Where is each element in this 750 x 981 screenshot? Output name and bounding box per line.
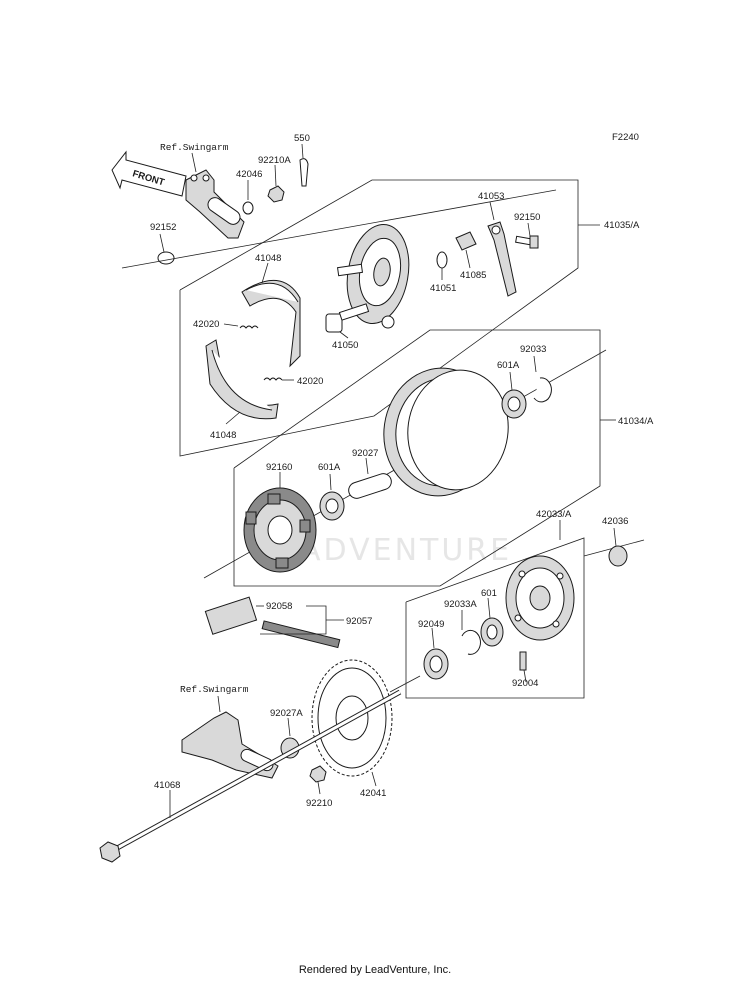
label-601A-top: 601A	[497, 360, 520, 371]
nut-92210	[309, 765, 327, 783]
label-41048-bottom: 41048	[210, 430, 236, 441]
circlip-92033	[533, 377, 552, 403]
label-41053: 41053	[478, 191, 504, 202]
brake-panel	[336, 223, 410, 329]
circlip-92033A	[461, 629, 481, 655]
bolt-92150	[515, 235, 539, 249]
ref-swingarm-bottom: Ref.Swingarm	[180, 684, 249, 695]
nut-92210A	[267, 185, 285, 203]
label-92210: 92210	[306, 798, 332, 809]
label-42020-top: 42020	[193, 319, 219, 330]
label-92004: 92004	[512, 678, 538, 689]
label-41051: 41051	[430, 283, 456, 294]
indicator-41085	[455, 231, 477, 251]
label-92027: 92027	[352, 448, 378, 459]
label-41085: 41085	[460, 270, 486, 281]
label-41035A: 41035/A	[604, 220, 640, 231]
label-92027A: 92027A	[270, 708, 303, 719]
label-41048-top: 41048	[255, 253, 281, 264]
label-41034A: 41034/A	[618, 416, 654, 427]
front-arrow-icon: FRONT	[111, 150, 187, 197]
washer-42046	[242, 201, 254, 215]
footer-credit: Rendered by LeadVenture, Inc.	[298, 964, 452, 976]
label-601A-mid: 601A	[318, 462, 341, 473]
label-41068: 41068	[154, 780, 180, 791]
label-42033A: 42033/A	[536, 509, 572, 520]
collar-42036	[608, 545, 628, 567]
wheel-hub	[383, 367, 509, 497]
label-92033A: 92033A	[444, 599, 477, 610]
label-92210A: 92210A	[258, 155, 291, 166]
brake-lever-41053	[487, 221, 517, 297]
label-92057: 92057	[346, 616, 372, 627]
collar-92152	[157, 251, 175, 265]
label-92160: 92160	[266, 462, 292, 473]
cotter-pin-550	[299, 158, 309, 187]
seal-41051	[436, 251, 448, 269]
camshaft-41050	[325, 303, 370, 333]
sprocket-hub	[505, 555, 575, 641]
label-92033: 92033	[520, 344, 546, 355]
spring-42020-top	[239, 325, 259, 329]
swingarm-top	[185, 169, 245, 239]
damper-92160	[243, 487, 317, 573]
label-92058: 92058	[266, 601, 292, 612]
label-92152: 92152	[150, 222, 176, 233]
label-42036: 42036	[602, 516, 628, 527]
watermark: ADVENTURE	[300, 533, 512, 568]
group-box-41035	[179, 179, 579, 457]
spacer-92027	[348, 473, 392, 499]
ref-swingarm-top: Ref.Swingarm	[160, 142, 229, 153]
figure-code: F2240	[612, 132, 639, 143]
label-42020-bottom: 42020	[297, 376, 323, 387]
brake-shoe-bottom	[205, 339, 279, 420]
label-550: 550	[294, 133, 310, 144]
label-42046: 42046	[236, 169, 262, 180]
label-41050: 41050	[332, 340, 358, 351]
brake-shoe-top	[241, 279, 301, 368]
label-92150: 92150	[514, 212, 540, 223]
group-box-41034	[233, 329, 601, 587]
label-42041: 42041	[360, 788, 386, 799]
label-601: 601	[481, 588, 497, 599]
spring-42020-bottom	[263, 377, 283, 381]
stud-92004	[519, 651, 527, 671]
axle-41068	[99, 689, 402, 863]
label-92049: 92049	[418, 619, 444, 630]
